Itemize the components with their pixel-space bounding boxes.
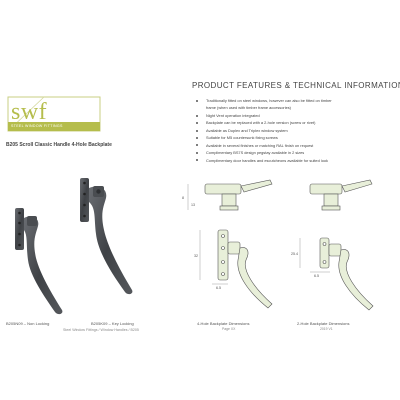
features-heading: PRODUCT FEATURES & TECHNICAL INFORMATION [192, 81, 400, 90]
two-hole-top-view [309, 179, 373, 211]
handle-photos [15, 178, 133, 315]
two-hole-subcaption: 2019 V1 [320, 327, 333, 331]
feature-item: Complimentary BS7S design pegstay availa… [196, 149, 396, 156]
dim-label: 6.5 [314, 274, 319, 278]
feature-item: Night Vent operation integrated [196, 112, 396, 119]
feature-item: Complimentary door handles and escutcheo… [196, 157, 396, 164]
swf-logo: swf STEEL WINDOW FITTINGS [4, 93, 104, 135]
feature-item: Available in several finishes or matchin… [196, 142, 396, 149]
logo-strapline: STEEL WINDOW FITTINGS [11, 124, 63, 128]
two-hole-caption: 2-Hole Backplate Dimensions [297, 321, 350, 326]
product-title: B205 Scroll Classic Handle 4-Hole Backpl… [6, 142, 112, 148]
logo-wordmark: swf [11, 99, 48, 125]
dim-label: 13 [191, 203, 195, 207]
handle-non-locking-image [15, 208, 63, 315]
feature-item: Traditionally fitted on steel windows, h… [196, 97, 396, 104]
dim-label: 25.4 [291, 252, 298, 256]
feature-item: Backplate can be replaced with a 2-hole … [196, 119, 396, 126]
features-list: Traditionally fitted on steel windows, h… [196, 97, 396, 164]
four-hole-front-view [217, 229, 273, 309]
caption-key-locking: B205K09 – Key Locking [91, 321, 134, 326]
dim-label: 6.5 [216, 286, 221, 290]
handle-key-locking-image [80, 178, 133, 295]
feature-item: Suitable for M5 countersunk fixing screw… [196, 134, 396, 141]
caption-non-locking: B205N09 – Non Locking [6, 321, 50, 326]
feature-item: Available as Duplex and Triplex window s… [196, 127, 396, 134]
four-hole-caption: 4-Hole Backplate Dimensions [197, 321, 250, 326]
four-hole-subcaption: Page XX [222, 327, 236, 331]
breadcrumb: Steel Window Fittings / Window Handles /… [63, 328, 139, 332]
feature-item: frame (when used with timber frame acces… [206, 105, 291, 111]
technical-drawings: 8 13 32 6.5 25.4 6.5 [182, 179, 374, 311]
dim-label: 8 [182, 196, 184, 200]
four-hole-top-view [204, 179, 273, 211]
two-hole-front-view [319, 237, 374, 311]
dim-label: 32 [194, 254, 198, 258]
